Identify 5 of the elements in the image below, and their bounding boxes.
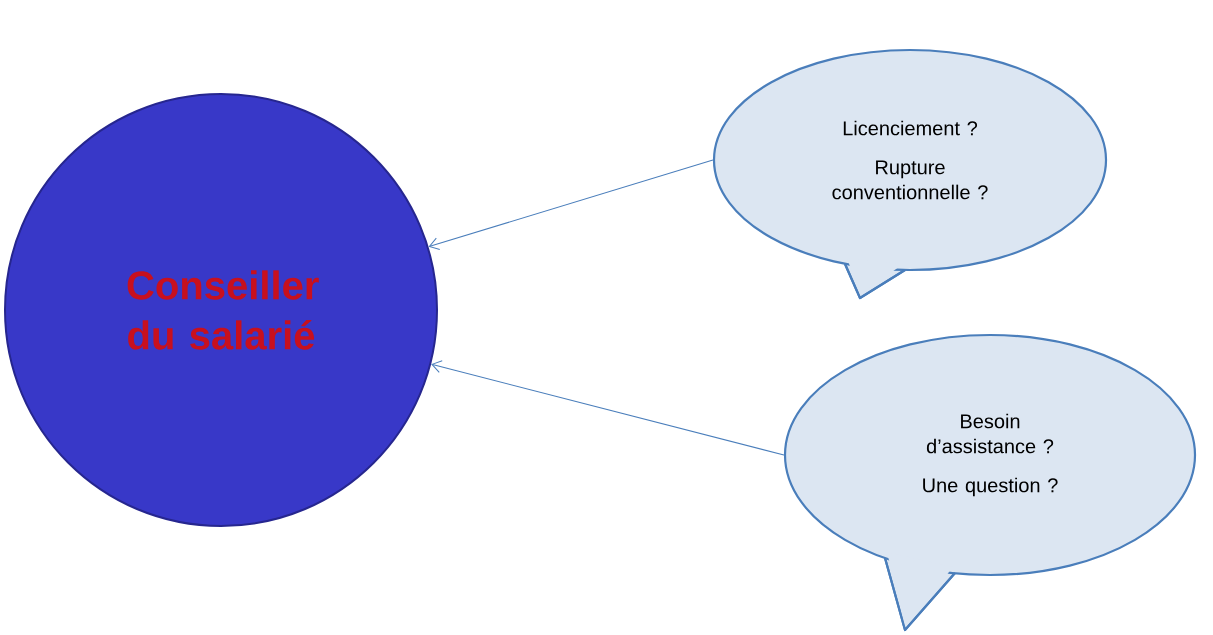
title-disc: Conseiller du salarié xyxy=(4,93,438,527)
speech-bubble: Licenciement ? Rupture conventionnelle ? xyxy=(712,48,1108,300)
arrow xyxy=(431,360,785,456)
speech-bubble: Besoin d’assistance ? Une question ? xyxy=(783,333,1197,632)
arrow xyxy=(428,159,714,251)
